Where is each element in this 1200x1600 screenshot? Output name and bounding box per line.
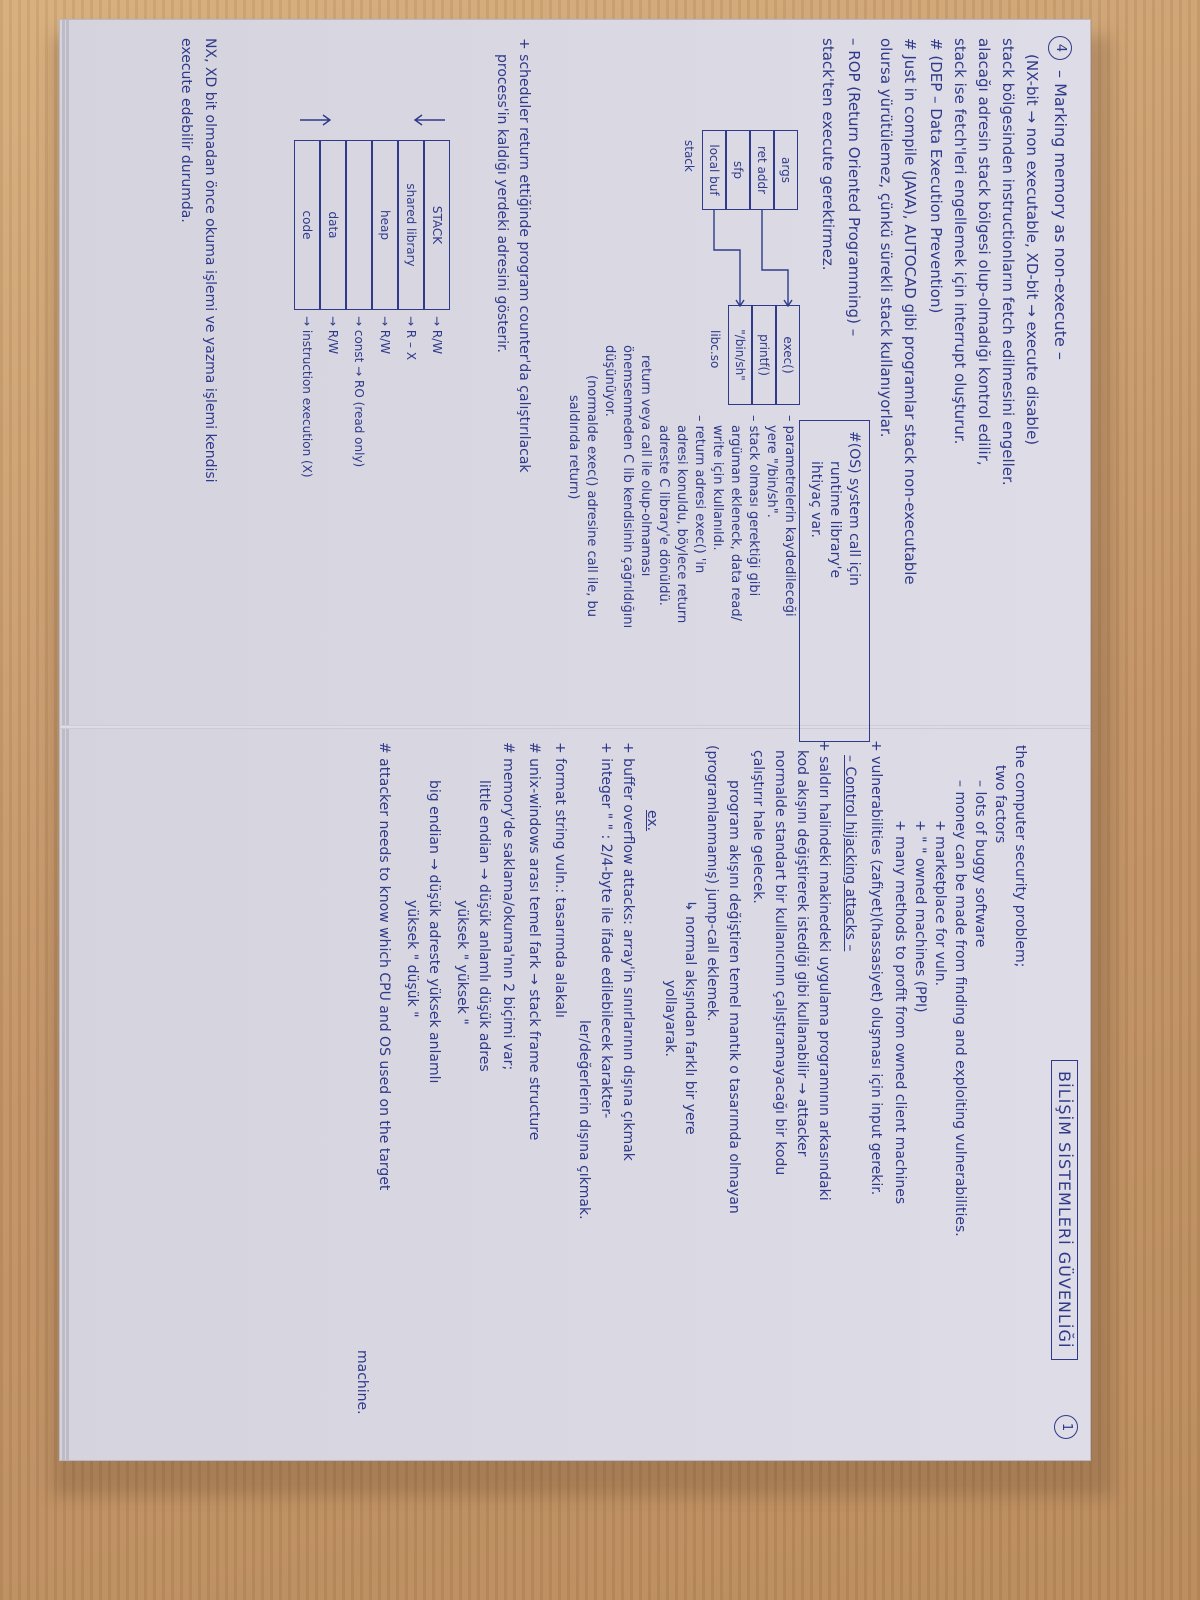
right-line-24: # memory'de saklama/okuma'nın 2 biçimi v… (500, 742, 516, 1071)
note-line: #(OS) system call için (846, 431, 862, 586)
left-line-2: stack bölgesinden instructionların fetch… (999, 38, 1017, 486)
left-line-3: alacağı adresin stack bölgesi olup-olmad… (975, 38, 993, 466)
left-line-4: stack ise fetch'leri engellemek için int… (951, 38, 969, 445)
mem-perm-heap: → R/W (378, 316, 392, 355)
rop-note-line: argüman ekleneck, data read/ (728, 425, 743, 621)
left-line-7: olursa yürütülemez, çünkü sürekli stack … (877, 38, 895, 438)
page-stack-edge (62, 20, 65, 1460)
rop-note-line: düşünüyor. (602, 345, 617, 417)
stack-cell-sfp: sfp (726, 130, 750, 210)
footer-line-2: execute edebilir durumda. (178, 38, 194, 223)
example-label: ex. (644, 810, 660, 832)
stack-growth-arrow (413, 114, 445, 126)
right-line-28: yüksek " düşük " (404, 900, 420, 1018)
local-buf-arrow (713, 210, 741, 305)
right-line-13: çalıştırır hale gelecek. (750, 750, 766, 904)
rop-note-line: adreste C library'e dönüldü. (656, 425, 671, 606)
footer-line-1: NX, XD bit olmadan önce okuma işlemi ve … (202, 38, 218, 483)
right-line-3: – lots of buggy software (972, 780, 988, 948)
right-line-15: (programlanmamış) jump-call eklemek. (704, 745, 720, 1022)
note-line: ihtiyaç var. (808, 461, 824, 538)
ret-addr-arrow (761, 210, 789, 305)
left-heading: – Marking memory as non-execute – (1051, 70, 1070, 360)
right-line-30: machine. (354, 1350, 370, 1415)
left-line-5: # (DEP – Data Execution Prevention) (927, 38, 945, 314)
rop-notes: – parametrelerin kaydedileceği yere "/bi… (564, 345, 798, 628)
right-line-17: yollayarak. (662, 980, 678, 1057)
right-line-8: + vulnerabilities (zafiyet)(hassasiyet) … (868, 740, 884, 1196)
right-line-19: + buffer overflow attacks: array'in sını… (620, 742, 636, 1161)
rop-note-line: önemsenmeden C lib kendisinin çağrıldığı… (620, 345, 635, 629)
stack-cell-args: args (774, 130, 798, 210)
rop-note-line: saldırıda return) (566, 395, 581, 500)
mem-segment-code: code (294, 140, 320, 310)
page-number-left: 4 (1048, 36, 1072, 60)
rop-note-line: (normalde exec() adresine call ile, bu (584, 375, 599, 617)
mem-segment-data: data (320, 140, 346, 310)
mem-perm-code: → instruction execution (X) (300, 316, 314, 478)
right-line-25: little endian → düşük anlamlı düşük adre… (476, 780, 492, 1072)
left-line-1: (NX-bit → non executable, XD-bit → execu… (1023, 54, 1041, 446)
stack-cell-local-buf: local buf (702, 130, 726, 210)
handwritten-notes-sheet: 4 – Marking memory as non-execute – (NX-… (60, 20, 1090, 1460)
right-line-7: + many methods to profit from owned clie… (892, 820, 908, 1205)
right-line-21: ler/değerlerin dışına çıkmak. (576, 1020, 592, 1220)
right-line-12: normalde standart bir kullanıcının çalış… (772, 750, 788, 1176)
mem-perm-data: → R/W (326, 316, 340, 355)
right-line-23: # unix-windows arası temel fark → stack … (526, 742, 542, 1141)
rop-note-line: – stack olması gerektiği gibi (746, 415, 761, 597)
mem-perm-stack: → R/W (430, 316, 444, 355)
rop-note-line: yere "/bin/sh". (764, 425, 779, 518)
notes-sheet-wrapper: 4 – Marking memory as non-execute – (NX-… (60, 20, 1090, 1460)
right-page-title: BİLİŞİM SİSTEMLERİ GÜVENLİĞİ (1051, 1060, 1078, 1360)
libc-label: libc.so (708, 330, 722, 369)
right-line-4: – money can be made from finding and exp… (952, 780, 968, 1237)
left-line-6: # Just in compile (JAVA), AUTOCAD gibi p… (901, 38, 919, 585)
mem-perm-const: → const → RO (read only) (352, 316, 366, 468)
libc-cell-exec: exec() (776, 305, 800, 405)
rop-note-line: – parametrelerin kaydedileceği (782, 415, 797, 617)
center-fold (60, 725, 1090, 729)
right-line-5: + marketplace for vuln. (932, 820, 948, 987)
right-line-14: program akışını değiştiren temel mantık … (726, 780, 742, 1214)
right-line-11: kod akışını değiştirerek istediği gibi k… (794, 750, 810, 1157)
right-line-26: yüksek " yüksek " (454, 900, 470, 1025)
control-hijacking-heading: – Control hijacking attacks – (842, 755, 858, 952)
os-system-call-note: #(OS) system call için runtime library'e… (799, 420, 870, 742)
libc-cell-printf: printf() (752, 305, 776, 405)
mem-segment-shared-library: shared library (398, 140, 424, 310)
mem-segment-const (346, 140, 372, 310)
right-line-20: + integer " " : 2/4-byte ile ifade edile… (598, 742, 614, 1119)
page-number-right: 1 (1054, 1415, 1078, 1439)
right-line-27: big endian → düşük adreste yüksek anlaml… (426, 780, 442, 1084)
scheduler-note-line-1: + scheduler return ettiğinde program cou… (516, 38, 532, 473)
rop-note-line: write için kullanıldı. (710, 425, 725, 551)
rop-subline: stack'ten execute gerektirmez. (819, 38, 837, 271)
right-line-22: + format string vuln.: tasarımda alakalı (552, 742, 568, 1018)
right-line-10: + saldırı halindeki makinedeki uygulama … (816, 740, 832, 1201)
stack-cell-ret-addr: ret addr (750, 130, 774, 210)
stack-label: stack (682, 140, 696, 172)
mem-perm-shared-library: → R – X (404, 316, 418, 361)
right-line-29: # attacker needs to know which CPU and O… (376, 742, 392, 1191)
rop-note-line: return veya call ile olup-olmaması (638, 355, 653, 577)
libc-cell-bin-sh: "/bin/sh" (728, 305, 752, 405)
right-line-6: + " " owned machines (PPI) (912, 820, 928, 1013)
scheduler-note-line-2: process'in kaldığı yerdeki adresini göst… (494, 54, 510, 353)
rop-note-line: adresi konuldu, böylece return (674, 425, 689, 624)
right-line-16: ↳ normal akışından farklı bir yere (682, 900, 698, 1135)
right-line-1: the computer security problem; (1012, 745, 1028, 968)
mem-segment-heap: heap (372, 140, 398, 310)
rop-heading: – ROP (Return Oriented Programming) – (845, 38, 863, 337)
heap-growth-arrow (300, 114, 332, 126)
note-line: runtime library'e (827, 461, 843, 579)
right-line-2: two factors (992, 765, 1008, 844)
mem-segment-stack: STACK (424, 140, 450, 310)
page-stack-edge (66, 20, 69, 1460)
rop-note-line: – return adresi exec() 'in (692, 415, 707, 574)
